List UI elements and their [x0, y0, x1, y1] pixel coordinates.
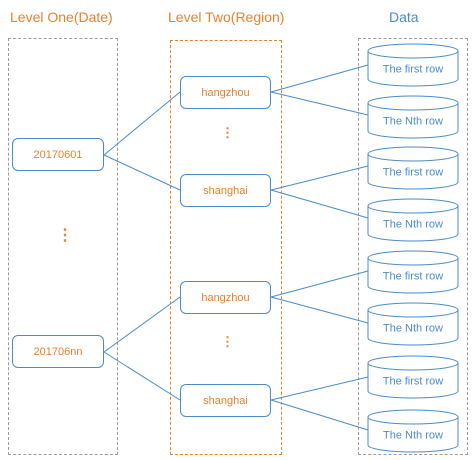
- data-header: Data: [389, 9, 419, 25]
- cylinder-top: [367, 43, 459, 59]
- ellipsis-vertical: ⋮: [57, 227, 73, 244]
- connector-line: [270, 296, 369, 324]
- level-two-panel: [170, 40, 282, 455]
- data-row-label: The Nth row: [383, 430, 443, 442]
- cylinder-top: [367, 355, 459, 371]
- cylinder-body: [367, 103, 459, 139]
- cylinder-body: [367, 363, 459, 399]
- connector-line: [270, 165, 369, 191]
- level-one-header: Level One(Date): [10, 9, 113, 25]
- data-row-label: The Nth row: [383, 116, 443, 128]
- date-node[interactable]: 20170601: [12, 138, 104, 171]
- data-row-cylinder[interactable]: The Nth row: [367, 302, 459, 346]
- cylinder-top: [367, 409, 459, 425]
- region-node-label: hangzhou: [201, 86, 250, 99]
- data-row-label: The first row: [383, 167, 444, 179]
- connector-line: [270, 376, 369, 401]
- ellipsis-vertical: ⋮: [221, 125, 234, 140]
- connector-lines: [103, 64, 369, 431]
- cylinder-body: [367, 258, 459, 294]
- connector-line: [103, 154, 181, 191]
- connector-line: [270, 91, 369, 116]
- region-node-label: shanghai: [203, 184, 248, 197]
- cylinder-top: [367, 302, 459, 318]
- date-node-label: 201706nn: [33, 345, 83, 358]
- ellipsis-vertical: ⋮: [221, 334, 234, 349]
- data-row-cylinder[interactable]: The first row: [367, 355, 459, 399]
- date-node[interactable]: 201706nn: [12, 335, 104, 368]
- data-row-label: The first row: [383, 271, 444, 283]
- cylinder-body: [367, 417, 459, 453]
- connector-line: [270, 399, 369, 431]
- data-row-cylinder[interactable]: The Nth row: [367, 409, 459, 453]
- data-row-label: The Nth row: [383, 323, 443, 335]
- connector-line: [103, 91, 181, 156]
- connector-line: [103, 351, 181, 401]
- connector-line: [270, 270, 369, 298]
- date-node-label: 20170601: [33, 148, 83, 161]
- region-node[interactable]: shanghai: [180, 174, 271, 207]
- region-node-label: hangzhou: [201, 291, 250, 304]
- data-row-cylinder[interactable]: The Nth row: [367, 95, 459, 139]
- data-row-label: The first row: [383, 64, 444, 76]
- level-one-panel: [8, 38, 118, 455]
- data-row-cylinder[interactable]: The first row: [367, 250, 459, 294]
- cylinder-top: [367, 95, 459, 111]
- data-row-label: The Nth row: [383, 219, 443, 231]
- cylinder-body: [367, 206, 459, 242]
- cylinder-top: [367, 198, 459, 214]
- cylinder-body: [367, 154, 459, 190]
- region-node[interactable]: hangzhou: [180, 76, 271, 109]
- data-row-label: The first row: [383, 376, 444, 388]
- data-row-cylinder[interactable]: The Nth row: [367, 198, 459, 242]
- connector-line: [270, 64, 369, 93]
- cylinder-top: [367, 146, 459, 162]
- level-two-header: Level Two(Region): [168, 9, 285, 25]
- cylinder-top: [367, 250, 459, 266]
- data-panel: [358, 38, 468, 455]
- cylinder-body: [367, 310, 459, 346]
- connector-line: [270, 189, 369, 219]
- region-node-label: shanghai: [203, 394, 248, 407]
- cylinder-body: [367, 51, 459, 87]
- connector-line: [103, 296, 181, 353]
- region-node[interactable]: hangzhou: [180, 281, 271, 314]
- data-row-cylinder[interactable]: The first row: [367, 43, 459, 87]
- data-row-cylinder[interactable]: The first row: [367, 146, 459, 190]
- region-node[interactable]: shanghai: [180, 384, 271, 417]
